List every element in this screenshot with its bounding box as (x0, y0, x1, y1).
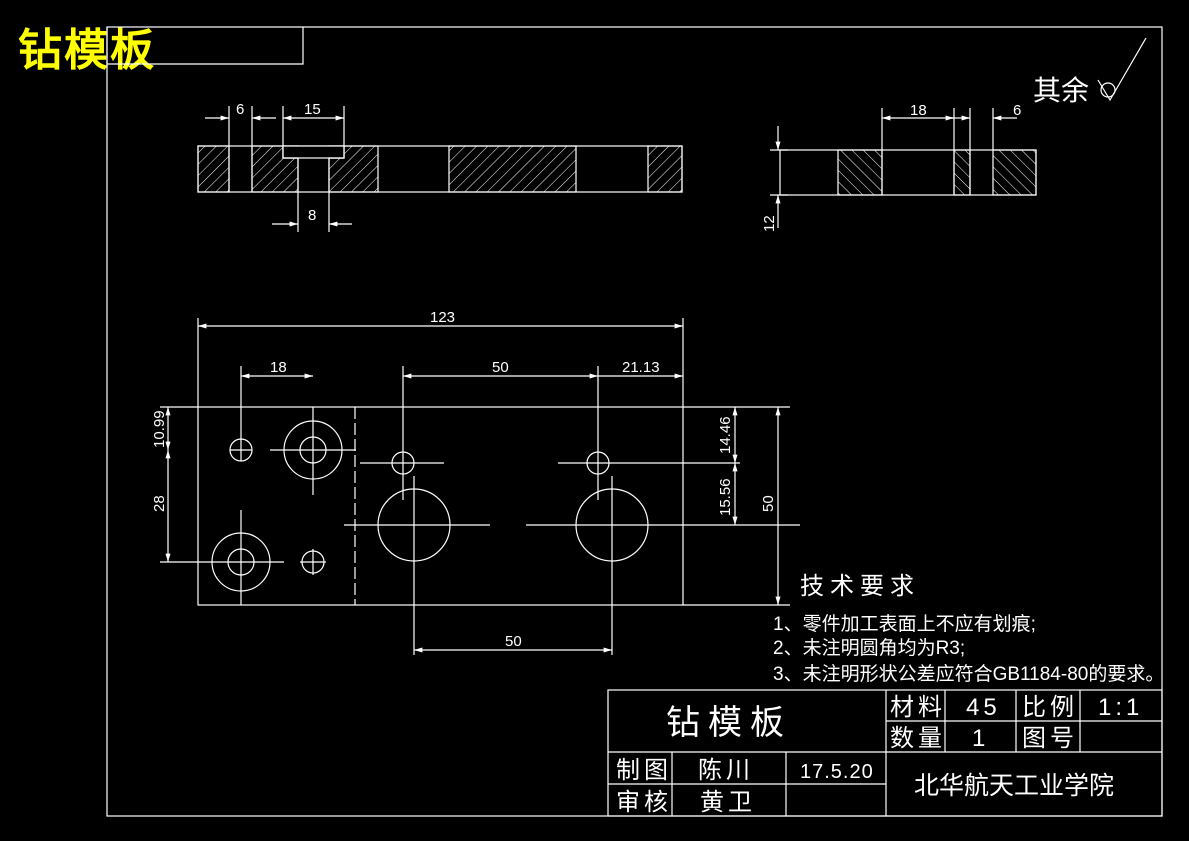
title-block-drawn-label: 制图 (616, 757, 672, 784)
roughness-circle-icon (1100, 82, 1116, 98)
drawing-title-yellow: 钻模板 (18, 25, 156, 76)
title-block-organization: 北华航天工业学院 (914, 772, 1114, 800)
title-block-scale-value: 1:1 (1098, 694, 1143, 721)
title-block-material-value: 45 (966, 694, 1001, 721)
dim-plan-overall-width: 123 (430, 309, 455, 326)
dim-plan-right-a: 14.46 (717, 416, 734, 454)
title-block-quantity-value: 1 (972, 725, 989, 752)
title-block-scale-label: 比例 (1022, 694, 1078, 721)
section-view-right (770, 108, 1037, 228)
title-block (607, 689, 1163, 817)
dim-plan-height: 50 (760, 495, 777, 512)
dim-plan-hole-spacing-bottom: 50 (505, 633, 522, 650)
dim-plan-hole-x1: 18 (270, 359, 287, 376)
tech-requirement-item-2: 2、未注明圆角均为R3; (773, 637, 965, 659)
roughness-check-icon (1097, 37, 1147, 102)
tech-requirements-title: 技术要求 (800, 573, 920, 600)
tech-requirement-item-1: 1、零件加工表面上不应有划痕; (773, 613, 1036, 635)
dim-plan-hole-y-left: 28 (151, 495, 168, 512)
dim-top-right-a: 18 (910, 102, 927, 119)
title-block-part-name: 钻模板 (666, 704, 792, 742)
dim-plan-hole-spacing-top: 50 (492, 359, 509, 376)
title-block-drawing-no-label: 图号 (1022, 725, 1078, 752)
dim-plan-hole-right-offset: 21.13 (622, 359, 660, 376)
dim-plan-hole-y-top: 10.99 (151, 410, 168, 448)
tech-requirement-item-3: 3、未注明形状公差应符合GB1184-80的要求。 (773, 663, 1164, 685)
title-block-checked-label: 审核 (616, 789, 672, 816)
dim-plan-right-b: 15.56 (717, 478, 734, 516)
title-block-checked-by: 黄卫 (700, 789, 756, 816)
dim-top-right-height: 12 (761, 215, 778, 232)
surface-finish-label: 其余 (1033, 75, 1089, 106)
drawing-frame (106, 26, 1163, 817)
title-block-material-label: 材料 (890, 694, 946, 721)
tech-requirements: 技术要求 1、零件加工表面上不应有划痕; 2、未注明圆角均为R3; 3、未注明形… (773, 573, 1164, 685)
plan-view (160, 318, 800, 655)
dim-top-left-a: 6 (236, 101, 244, 118)
surface-finish-symbol: 其余 (1033, 37, 1147, 106)
dim-top-right-b: 6 (1013, 102, 1021, 119)
dim-top-left-bottom: 8 (308, 207, 316, 224)
title-block-date: 17.5.20 (800, 761, 874, 783)
title-block-drawn-by: 陈川 (698, 757, 754, 784)
title-block-quantity-label: 数量 (890, 725, 946, 752)
section-view-left (197, 106, 683, 232)
dim-top-left-b: 15 (304, 101, 321, 118)
